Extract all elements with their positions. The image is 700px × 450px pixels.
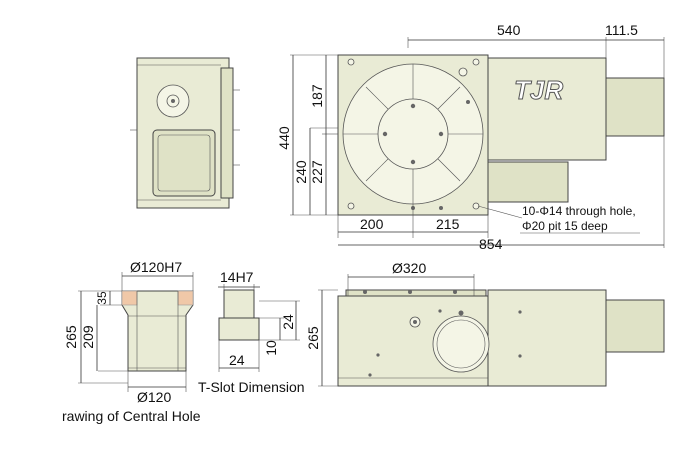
dim-320: Ø320 <box>392 260 426 276</box>
top-view-housing <box>487 57 607 161</box>
front-view-motor <box>605 299 665 353</box>
t-slot-drawing: 14H7 24 10 24 T-Slot Dimension <box>198 269 305 395</box>
side-cover-plate <box>152 129 216 197</box>
dim-227: 227 <box>309 160 325 184</box>
central-hole-drawing: Ø120H7 Ø120 265 209 35 rawing of Central… <box>62 259 201 424</box>
dim-14h7: 14H7 <box>220 269 254 285</box>
front-view-cover <box>432 315 490 373</box>
dim-540: 540 <box>497 22 521 38</box>
t-slot-base <box>218 317 260 341</box>
dim-120h7: Ø120H7 <box>130 259 182 275</box>
top-view-lower-housing <box>487 161 569 203</box>
dim-265-hole: 265 <box>63 325 79 349</box>
rotary-table-center <box>377 98 449 170</box>
front-view-housing <box>487 289 607 387</box>
dim-200: 200 <box>360 216 384 232</box>
dim-120: Ø120 <box>137 389 171 405</box>
dim-854: 854 <box>479 236 503 252</box>
dim-209: 209 <box>80 325 96 349</box>
dim-10: 10 <box>263 340 279 356</box>
dim-215: 215 <box>436 216 460 232</box>
front-view: Ø320 265 <box>305 260 665 387</box>
dim-111-5: 111.5 <box>605 22 638 38</box>
t-slot-neck <box>223 289 255 319</box>
side-view-flange <box>220 67 234 199</box>
top-view: TJR 540 111.5 440 187 227 240 200 215 85… <box>276 22 665 252</box>
dim-24-width: 24 <box>229 352 245 368</box>
top-view-motor <box>605 77 665 137</box>
dim-440: 440 <box>276 126 292 150</box>
brand-logo: TJR <box>514 75 563 105</box>
dim-187: 187 <box>309 84 325 108</box>
hole-note-line2: Φ20 pit 15 deep <box>522 219 608 233</box>
dim-35: 35 <box>95 291 109 305</box>
side-view <box>130 57 240 209</box>
dim-265-front: 265 <box>305 326 321 350</box>
dim-24-height: 24 <box>280 314 296 330</box>
dim-240: 240 <box>293 160 309 184</box>
hole-note-line1: 10-Φ14 through hole, <box>522 204 636 218</box>
central-hole-caption: rawing of Central Hole <box>62 408 201 424</box>
t-slot-caption: T-Slot Dimension <box>198 379 305 395</box>
